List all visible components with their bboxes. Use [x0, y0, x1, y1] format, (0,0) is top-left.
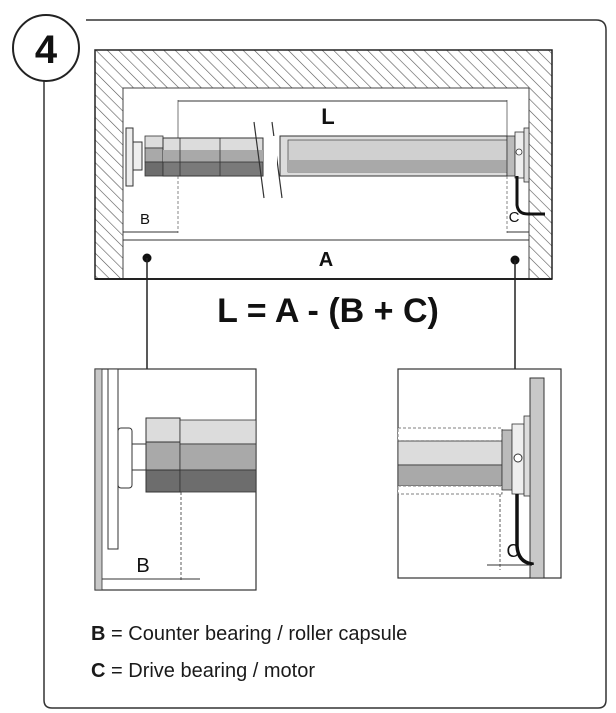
detail-motor-cable [515, 494, 534, 566]
step-number: 4 [35, 28, 58, 72]
legend-text-c: = Drive bearing / motor [111, 660, 315, 682]
outer-frame [43, 19, 607, 709]
legend-key-b: B [91, 623, 106, 645]
dimension-C-label: C [509, 209, 520, 226]
step-badge [12, 14, 80, 82]
legend-text-b: = Counter bearing / roller capsule [111, 623, 408, 645]
legend-item-c: C = Drive bearing / motor [91, 660, 315, 683]
motor-cable [515, 176, 545, 216]
overview-diagram: L B C A [94, 49, 553, 280]
dimension-A-label: A [319, 249, 333, 271]
detail-counter-bearing: B [94, 368, 257, 591]
legend-key-c: C [91, 660, 106, 682]
dimension-L-label: L [321, 104, 334, 129]
detail-drive-bearing: C [397, 368, 562, 579]
detail-B-label: B [136, 555, 149, 577]
detail-C-label: C [507, 541, 520, 561]
legend-item-b: B = Counter bearing / roller capsule [91, 623, 407, 646]
dimension-B-label: B [140, 211, 150, 228]
formula: L = A - (B + C) [217, 292, 439, 330]
